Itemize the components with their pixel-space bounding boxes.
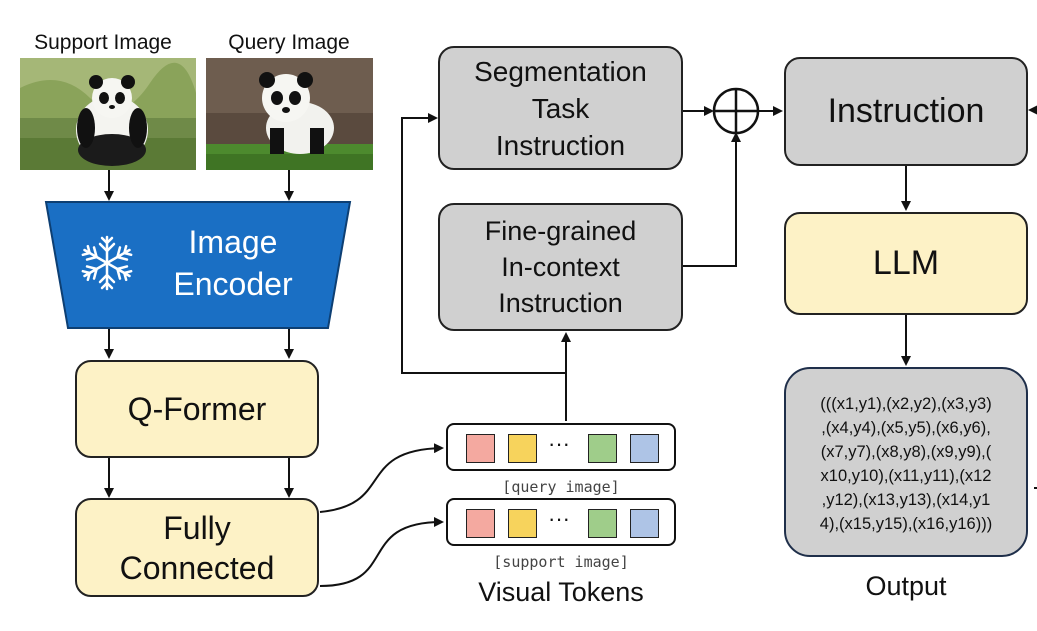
- token-red: [466, 434, 495, 463]
- seg-task-line3: Instruction: [495, 129, 626, 161]
- arrow-fc-to-query-tokens: [319, 443, 444, 513]
- arrow-fine-to-plus: [683, 132, 741, 267]
- output-line: (((x1,y1),(x2,y2),(x3,y3): [820, 395, 992, 413]
- snowflake-icon: [76, 232, 138, 294]
- segmentation-task-box: Segmentation Task Instruction: [438, 46, 683, 170]
- fine-grained-line2: In-context: [501, 252, 620, 282]
- instruction-label: Instruction: [827, 92, 985, 130]
- token-blue: [630, 509, 659, 538]
- encoder-label-line1: Image: [188, 224, 278, 260]
- output-line: ,(x4,y4),(x5,y5),(x6,y6),: [821, 419, 991, 437]
- token-green: [588, 434, 617, 463]
- token-yellow: [508, 509, 537, 538]
- support-token-strip: ···: [446, 498, 676, 546]
- support-image-label: Support Image: [34, 31, 172, 54]
- qformer-box: Q-Former: [75, 360, 319, 458]
- query-image-caption: [query image]: [502, 478, 620, 496]
- image-encoder-shape: [44, 201, 352, 329]
- support-panda-image: [20, 58, 196, 170]
- fine-grained-box: Fine-grained In-context Instruction: [438, 203, 683, 331]
- output-label: Output: [865, 571, 947, 601]
- query-token-strip: ···: [446, 423, 676, 471]
- output-line: (x7,y7),(x8,y8),(x9,y9),(: [820, 443, 992, 461]
- instruction-box: Instruction: [784, 57, 1028, 166]
- arrow-tokens-to-seg-task: [401, 113, 566, 374]
- output-line: x10,y10),(x11,y11),(x12: [820, 467, 992, 485]
- output-line: ,y12),(x13,y13),(x14,y1: [821, 491, 991, 509]
- llm-box: LLM: [784, 212, 1028, 315]
- seg-task-line2: Task: [531, 92, 590, 124]
- qformer-label: Q-Former: [127, 390, 267, 427]
- fc-label-line2: Connected: [119, 549, 275, 586]
- seg-task-line1: Segmentation: [474, 55, 647, 87]
- arrow-fc-to-support-tokens: [319, 517, 444, 587]
- query-panda-image: [206, 58, 373, 170]
- token-yellow: [508, 434, 537, 463]
- fine-grained-line3: Instruction: [498, 288, 623, 318]
- fc-label-line1: Fully: [163, 509, 231, 546]
- token-red: [466, 509, 495, 538]
- fine-grained-line1: Fine-grained: [484, 216, 637, 246]
- fully-connected-box: Fully Connected: [75, 498, 319, 597]
- query-image-label: Query Image: [228, 31, 350, 54]
- token-ellipsis: ···: [548, 431, 570, 456]
- visual-tokens-label: Visual Tokens: [478, 577, 644, 607]
- token-green: [588, 509, 617, 538]
- token-blue: [630, 434, 659, 463]
- output-box: (((x1,y1),(x2,y2),(x3,y3) ,(x4,y4),(x5,y…: [784, 367, 1028, 557]
- token-ellipsis: ···: [548, 506, 570, 531]
- llm-label: LLM: [872, 244, 940, 282]
- support-image-caption: [support image]: [493, 553, 629, 571]
- encoder-label-line2: Encoder: [173, 266, 293, 302]
- output-line: 4),(x15,y15),(x16,y16))): [819, 515, 993, 533]
